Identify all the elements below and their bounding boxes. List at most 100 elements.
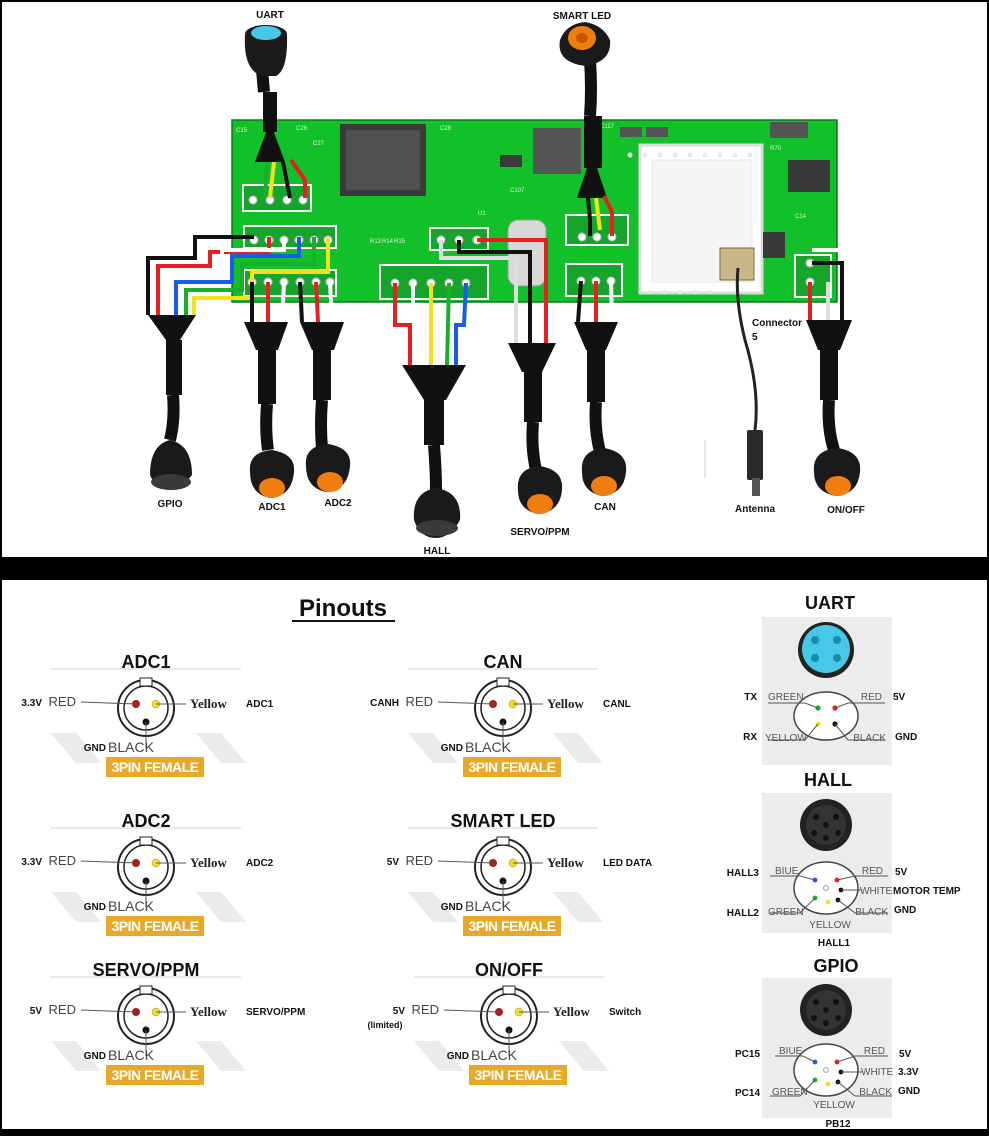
label-onoff: ON/OFF <box>827 505 865 516</box>
uart-pinout: UART TX GREEN RED 5V RX YELLOW BLACK GND <box>743 593 917 765</box>
hall-red: RED <box>862 866 883 877</box>
pin-badge: 3PIN FEMALE <box>468 918 555 934</box>
pin-right-wire: Yellow <box>190 1004 227 1019</box>
gpio-white: WHITE <box>861 1067 894 1078</box>
svg-text:R14: R14 <box>382 239 394 245</box>
gpio-blue: BIUE <box>779 1046 803 1057</box>
gpio-green: GREEN <box>772 1087 808 1098</box>
pin-gnd-wire: BLACK <box>471 1047 518 1063</box>
svg-text:C28: C28 <box>440 126 452 132</box>
uart-yellow: YELLOW <box>765 733 807 744</box>
pin-left-signal: 3.3V <box>21 698 42 709</box>
svg-text:C107: C107 <box>510 188 525 194</box>
hall-pinout: HALL HALL3 BIUE RED 5V WHITE MOTOR TEMP … <box>727 770 961 949</box>
pin-right-signal: CANL <box>603 699 631 710</box>
label-hall: HALL <box>424 546 451 557</box>
hall-plug <box>402 365 466 538</box>
pin-gnd-signal: GND <box>84 1051 106 1062</box>
pin-badge: 3PIN FEMALE <box>474 1067 561 1083</box>
hall-yellow: YELLOW <box>809 920 851 931</box>
uart-gnd: GND <box>895 732 917 743</box>
pin-gnd-signal: GND <box>84 743 106 754</box>
pinout-title: CAN <box>484 652 523 672</box>
label-antenna: Antenna <box>735 504 775 515</box>
smart-led-wires <box>586 195 614 236</box>
pin-left-wire: RED <box>412 1002 439 1017</box>
uart-plug <box>244 25 288 162</box>
pin-right-signal: ADC1 <box>246 699 274 710</box>
servo-wires <box>439 238 548 345</box>
pin-left-signal: 5V <box>387 857 400 868</box>
pin-badge: 3PIN FEMALE <box>111 759 198 775</box>
gpio-pc15: PC15 <box>735 1049 760 1060</box>
pinout-title: SMART LED <box>451 811 556 831</box>
can-wires <box>576 280 614 323</box>
label-can: CAN <box>594 502 616 513</box>
pin-gnd-signal: GND <box>447 1051 469 1062</box>
pin-left-note: (limited) <box>368 1020 403 1030</box>
pin-left-wire: RED <box>49 1002 76 1017</box>
gpio-title: GPIO <box>813 956 858 976</box>
uart-title: UART <box>805 593 855 613</box>
pin-gnd-signal: GND <box>441 902 463 913</box>
label-gpio: GPIO <box>157 499 182 510</box>
pin-right-signal: ADC2 <box>246 858 274 869</box>
pin-badge: 3PIN FEMALE <box>111 918 198 934</box>
hall-hall1: HALL1 <box>818 938 851 949</box>
uart-5v: 5V <box>893 692 906 703</box>
gpio-black: BLACK <box>859 1087 892 1098</box>
uart-black: BLACK <box>853 733 886 744</box>
svg-text:R70: R70 <box>770 146 782 152</box>
pin-left-signal: 5V <box>30 1006 43 1017</box>
pin-right-signal: SERVO/PPM <box>246 1007 305 1018</box>
hall-blue: BIUE <box>775 866 799 877</box>
adc1-wires <box>250 281 286 323</box>
svg-text:R15: R15 <box>394 239 406 245</box>
svg-text:R13: R13 <box>370 239 382 245</box>
pin-right-wire: Yellow <box>190 855 227 870</box>
uart-rx: RX <box>743 732 757 743</box>
gpio-red: RED <box>864 1046 885 1057</box>
pinout-title: ADC2 <box>121 811 170 831</box>
hall-green: GREEN <box>768 907 804 918</box>
svg-text:C15: C15 <box>236 128 248 134</box>
uart-green: GREEN <box>768 692 804 703</box>
pin-gnd-wire: BLACK <box>465 898 512 914</box>
hall-gnd: GND <box>894 905 916 916</box>
pinouts-title-group: Pinouts <box>292 595 395 622</box>
pin-right-wire: Yellow <box>553 1004 590 1019</box>
pin-gnd-signal: GND <box>441 743 463 754</box>
pin-right-wire: Yellow <box>190 696 227 711</box>
gpio-pinout: GPIO PC15 BIUE RED 5V WHITE 3.3V PC14 GR… <box>735 956 920 1130</box>
hall-white: WHITE <box>860 886 893 897</box>
gpio-yellow: YELLOW <box>813 1100 855 1111</box>
label-uart: UART <box>256 10 284 21</box>
adc2-wires <box>298 281 334 323</box>
hall-title: HALL <box>804 770 852 790</box>
can-plug <box>574 322 627 496</box>
svg-text:C14: C14 <box>795 214 807 220</box>
label-servo: SERVO/PPM <box>510 527 569 538</box>
pin-left-wire: RED <box>406 694 433 709</box>
svg-text:C26: C26 <box>296 126 308 132</box>
onoff-plug <box>806 320 861 496</box>
svg-text:C27: C27 <box>313 141 325 147</box>
servo-plug <box>508 343 563 514</box>
pin-gnd-wire: BLACK <box>108 1047 155 1063</box>
pin-left-signal: CANH <box>370 698 399 709</box>
gpio-5v: 5V <box>899 1049 912 1060</box>
pin-gnd-wire: BLACK <box>108 739 155 755</box>
uart-red: RED <box>861 692 882 703</box>
label-connector-number: 5 <box>752 332 758 343</box>
hall-wires <box>393 282 468 366</box>
pin-badge: 3PIN FEMALE <box>111 1067 198 1083</box>
